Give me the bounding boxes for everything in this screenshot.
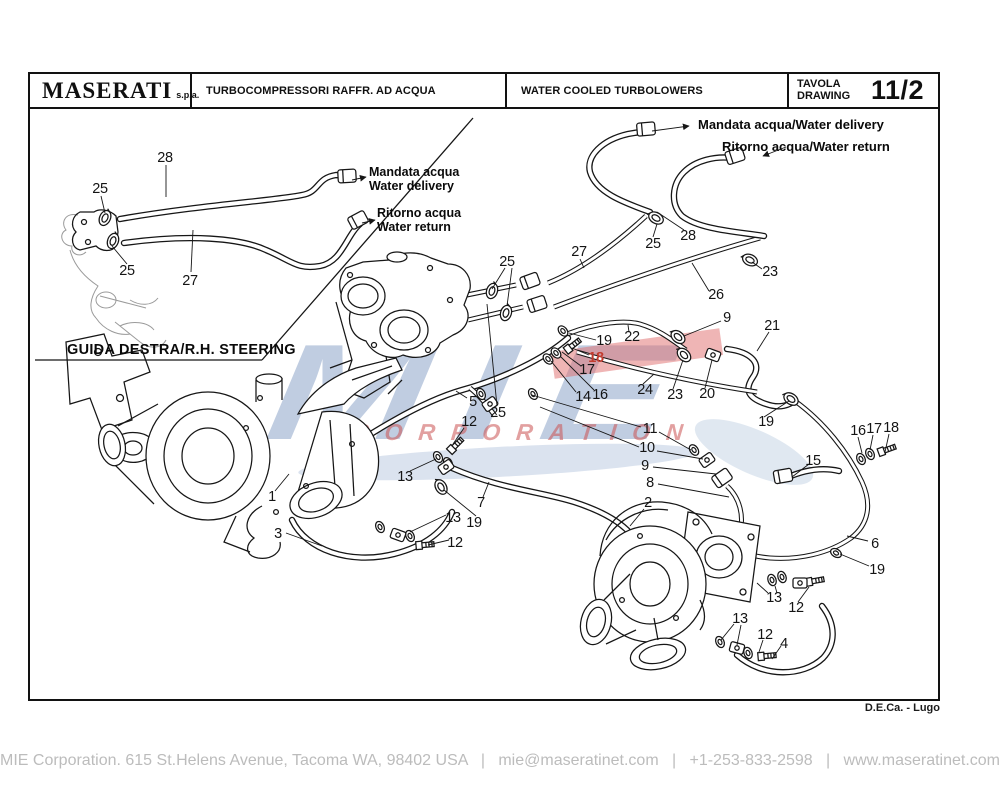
callout-arrows xyxy=(351,123,787,225)
water-outlet-housing xyxy=(317,251,471,399)
water-pipes xyxy=(461,214,761,323)
inset-delivery-label-line1: Mandata acqua xyxy=(369,165,460,179)
footer-contact-line: MIE Corporation. 615 St.Helens Avenue, T… xyxy=(0,752,1000,769)
inset-delivery-label-line2: Water delivery xyxy=(369,179,454,193)
inset-boundary xyxy=(35,117,474,361)
main-delivery-label: Mandata acqua/Water delivery xyxy=(698,117,884,132)
inset-return-label-line1: Ritorno acqua xyxy=(377,206,462,220)
faint-engine-sketch xyxy=(61,213,167,348)
main-return-label: Ritorno acqua/Water return xyxy=(722,139,890,154)
drawing-credit: D.E.Ca. - Lugo xyxy=(864,702,940,714)
rh-steering-note: GUIDA DESTRA/R.H. STEERING xyxy=(67,342,296,358)
turbo-1-sketch xyxy=(97,357,403,559)
inset-return-label-line2: Water return xyxy=(377,220,451,234)
main-delivery-return-hoses xyxy=(586,127,768,240)
turbo-2-sketch xyxy=(579,501,761,671)
inset-hoses xyxy=(116,171,364,271)
